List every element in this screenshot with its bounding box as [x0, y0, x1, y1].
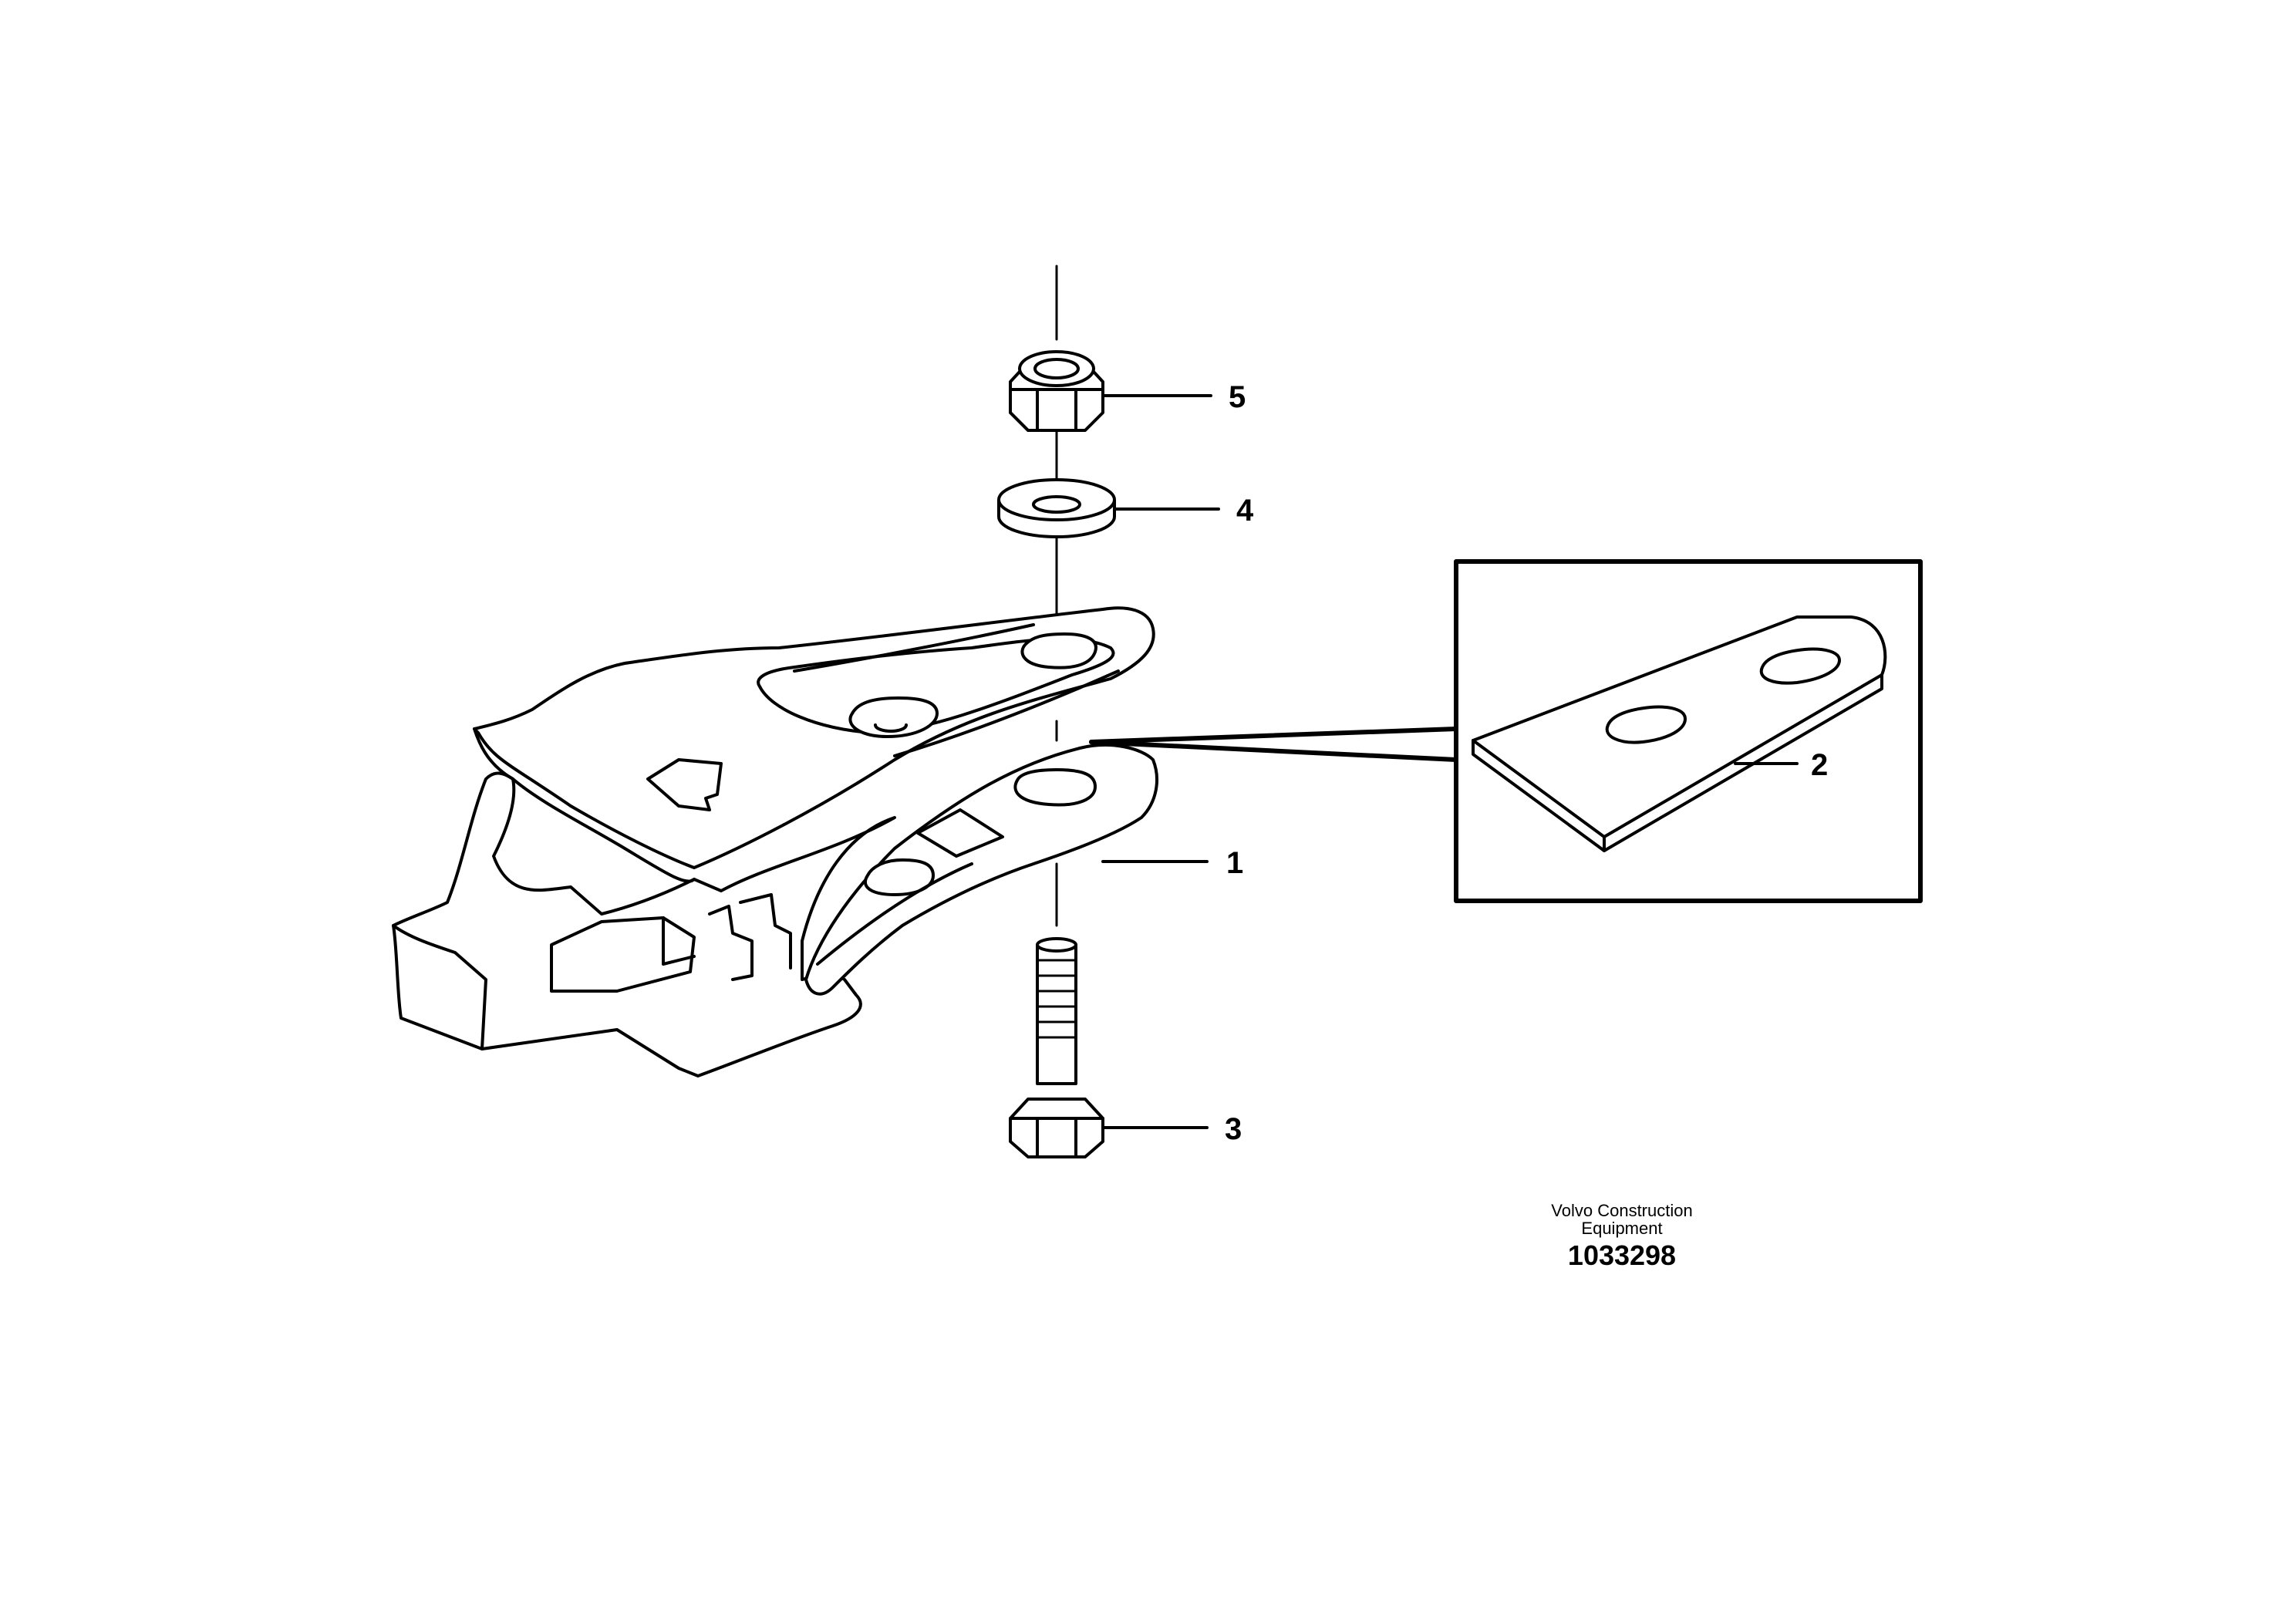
drawing-number: 1033298 — [1568, 1239, 1676, 1271]
callout-4: 4 — [1236, 494, 1254, 528]
callout-2: 2 — [1811, 748, 1828, 782]
callout-1: 1 — [1226, 846, 1243, 880]
lock-nut-part-5 — [1009, 350, 1104, 432]
leader-lines — [1101, 394, 1799, 1129]
washer-part-4 — [997, 478, 1116, 538]
detail-inset — [1454, 559, 1923, 903]
bolt-part-3 — [1009, 937, 1104, 1158]
detail-connector — [1089, 727, 1458, 762]
brand-line-2: Equipment — [1581, 1219, 1662, 1238]
brand-line-1: Volvo Construction — [1551, 1201, 1692, 1220]
callout-5: 5 — [1229, 380, 1246, 414]
tooth-adapter-part-1 — [392, 606, 1158, 1077]
callout-3: 3 — [1225, 1112, 1242, 1146]
